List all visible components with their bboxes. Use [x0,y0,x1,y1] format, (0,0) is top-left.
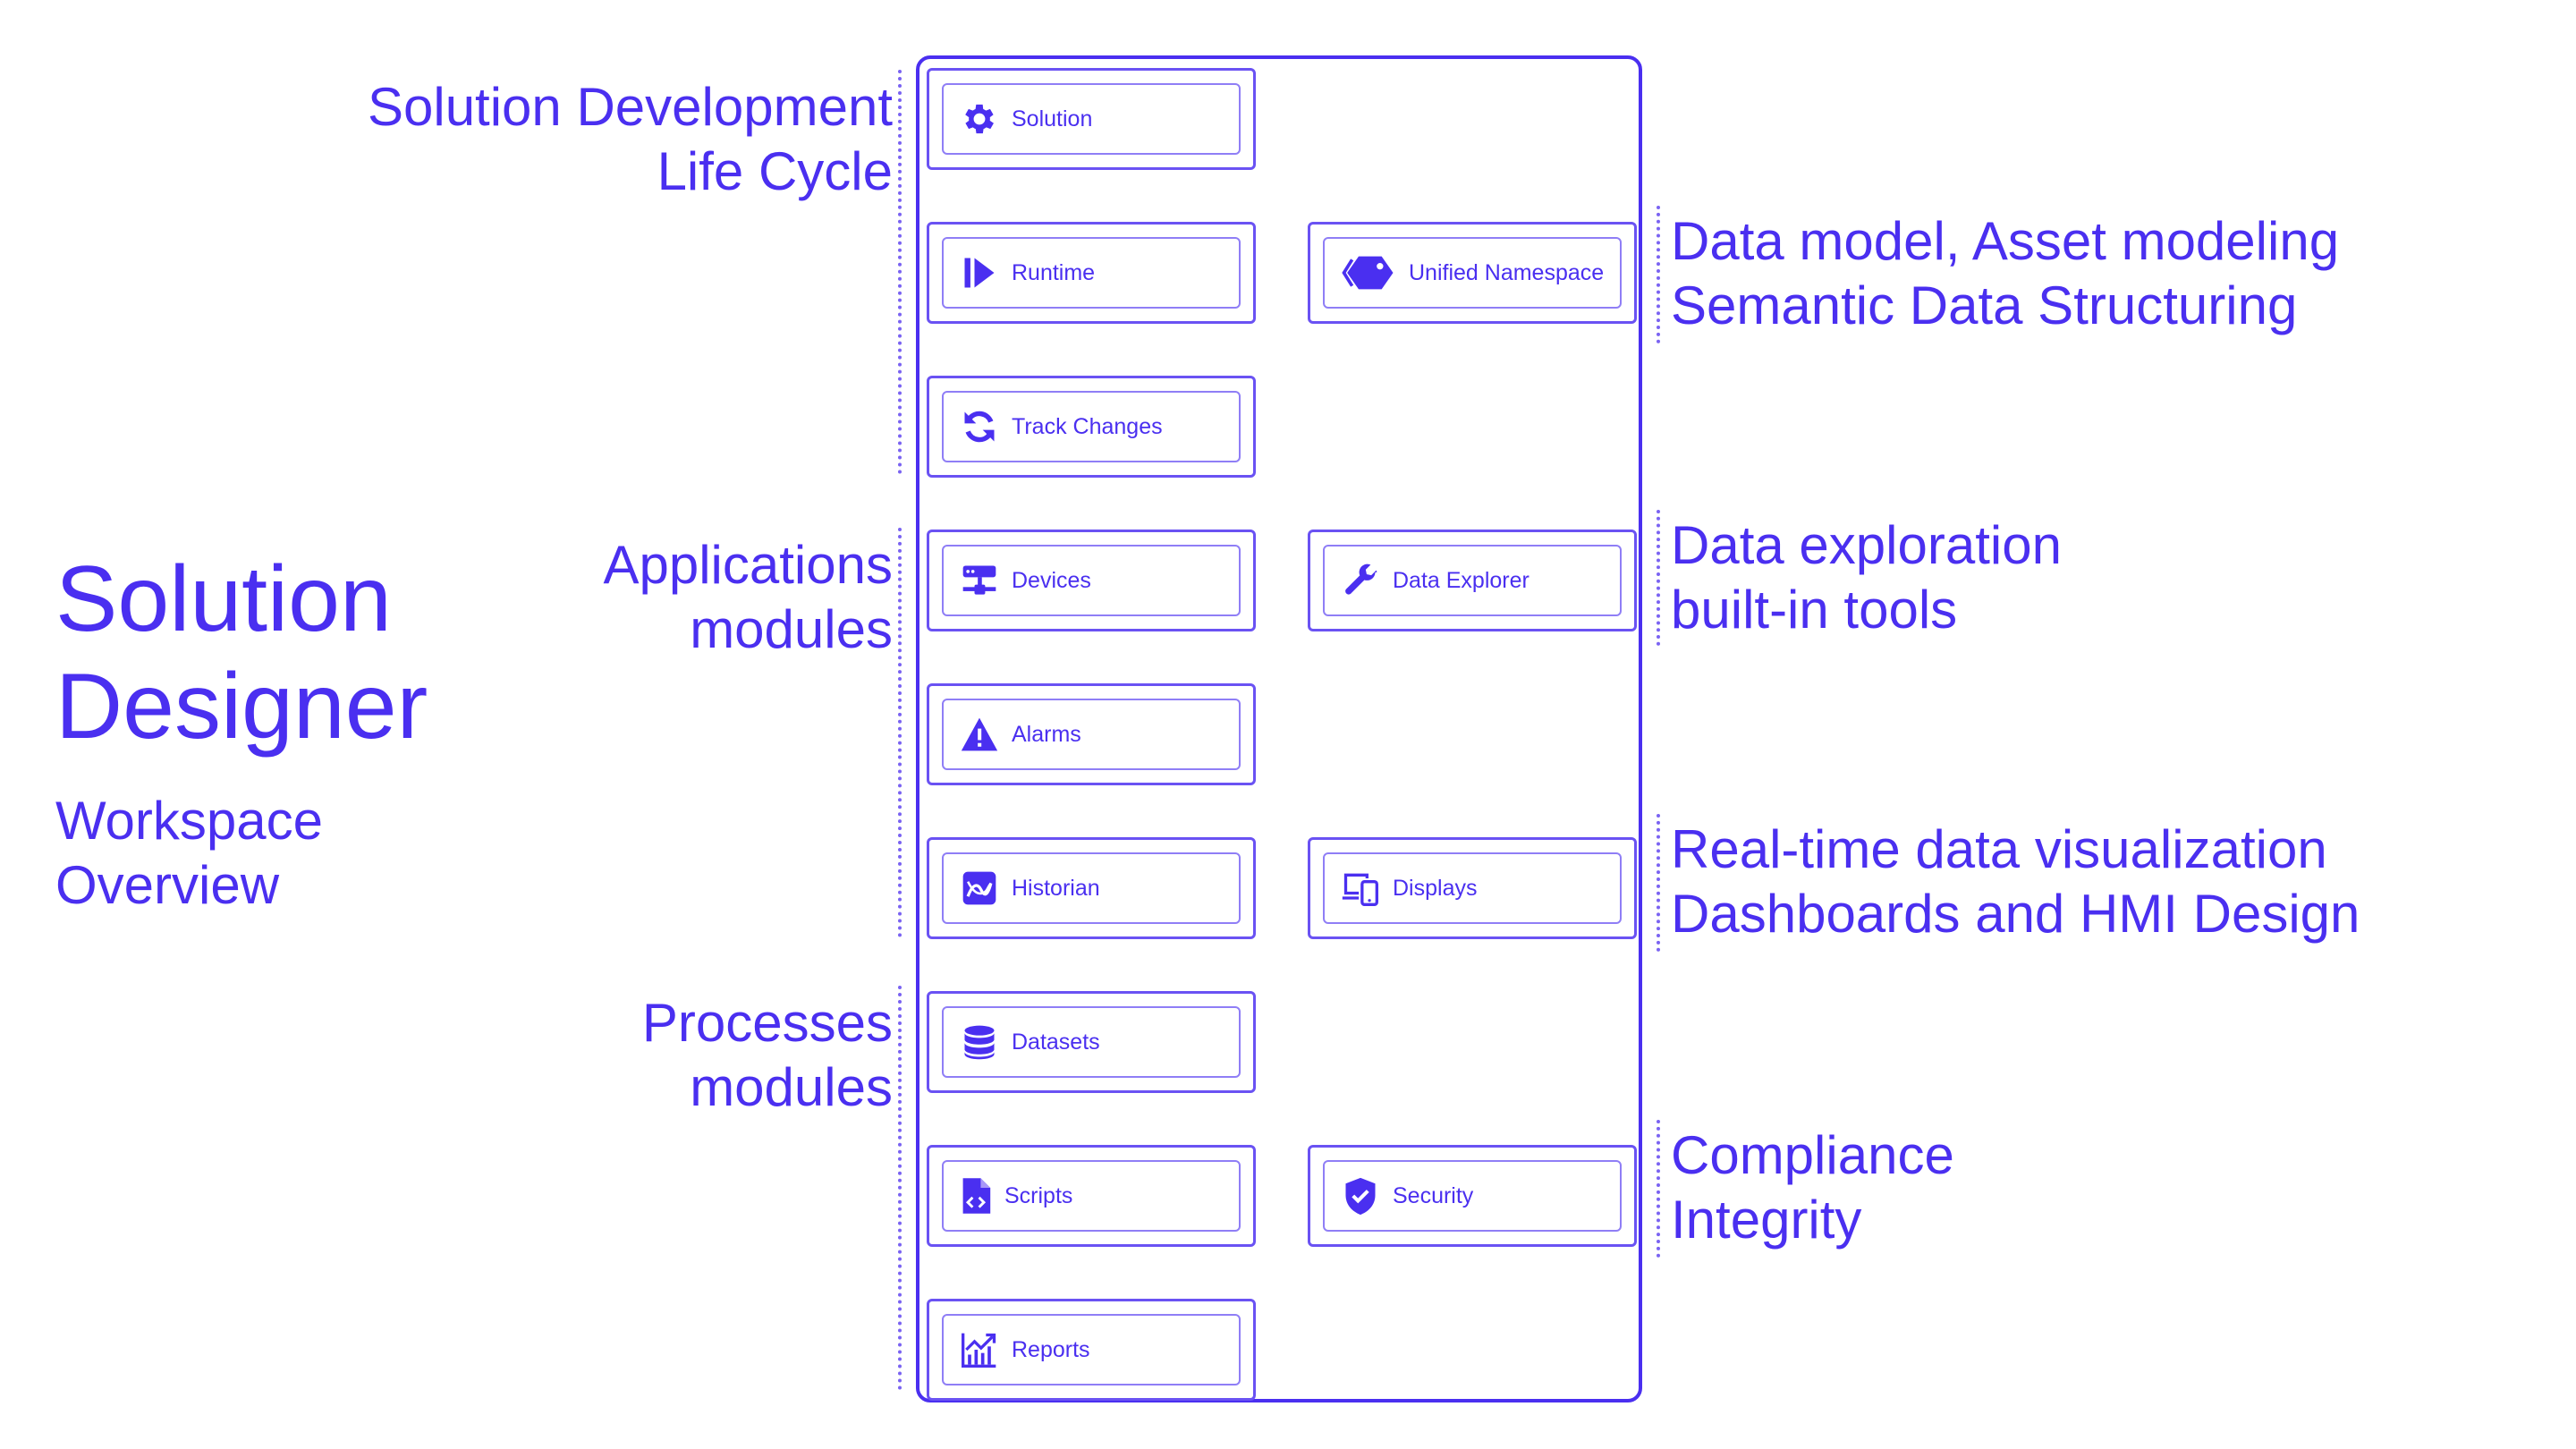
module-unified-namespace[interactable]: Unified Namespace [1308,222,1637,324]
module-solution-inner: Solution [942,83,1241,155]
module-label: Solution [1012,106,1093,131]
module-security[interactable]: Security [1308,1145,1637,1247]
module-displays[interactable]: Displays [1308,837,1637,939]
module-displays-inner: Displays [1323,852,1622,924]
title-line-2: Designer [55,655,428,758]
module-data-explorer[interactable]: Data Explorer [1308,530,1637,631]
group-label-line-1: Compliance [1671,1125,1954,1185]
database-icon [960,1022,999,1062]
bracket-data-model [1657,206,1660,343]
page-title: Solution Designer [55,546,428,760]
group-label-compliance: Compliance Integrity [1671,1123,1954,1252]
module-solution[interactable]: Solution [927,68,1256,170]
shield-check-icon [1341,1176,1380,1216]
module-reports[interactable]: Reports [927,1299,1256,1401]
module-track-changes-inner: Track Changes [942,391,1241,462]
module-label: Datasets [1012,1029,1100,1055]
play-bar-icon [960,253,999,292]
tags-icon [1341,253,1396,292]
bar-chart-icon [960,1330,999,1369]
wrench-icon [1341,561,1380,600]
module-label: Devices [1012,567,1091,593]
code-file-icon [960,1176,992,1216]
module-reports-inner: Reports [942,1314,1241,1385]
gear-icon [960,99,999,139]
devices-screen-icon [1341,869,1380,908]
group-label-line-1: Processes [641,993,893,1053]
module-alarms[interactable]: Alarms [927,683,1256,785]
module-track-changes[interactable]: Track Changes [927,376,1256,478]
module-datasets-inner: Datasets [942,1006,1241,1078]
group-label-data-exploration: Data exploration built-in tools [1671,513,2062,642]
group-label-data-model: Data model, Asset modeling Semantic Data… [1671,209,2339,338]
module-label: Runtime [1012,259,1096,285]
module-label: Reports [1012,1336,1090,1362]
module-historian-inner: Historian [942,852,1241,924]
bracket-solution-development [898,70,902,474]
group-label-applications-modules: Applications modules [603,533,893,662]
module-label: Security [1393,1182,1474,1208]
group-label-line-1: Data exploration [1671,515,2062,575]
module-data-explorer-inner: Data Explorer [1323,545,1622,616]
module-devices[interactable]: Devices [927,530,1256,631]
module-label: Historian [1012,875,1100,901]
group-label-line-2: Life Cycle [657,141,893,201]
title-line-1: Solution [55,547,392,651]
module-label: Displays [1393,875,1478,901]
module-historian[interactable]: Historian [927,837,1256,939]
bracket-processes-modules [898,986,902,1390]
group-label-line-2: modules [690,1057,893,1117]
group-label-processes-modules: Processes modules [642,991,893,1120]
module-alarms-inner: Alarms [942,699,1241,770]
page-subtitle: Workspace Overview [55,789,323,918]
group-label-line-1: Real-time data visualization [1671,819,2327,879]
group-label-line-2: modules [690,599,893,659]
module-scripts[interactable]: Scripts [927,1145,1256,1247]
module-label: Scripts [1004,1182,1073,1208]
group-label-line-2: built-in tools [1671,580,1958,640]
module-unified-namespace-inner: Unified Namespace [1323,237,1622,309]
module-scripts-inner: Scripts [942,1160,1241,1232]
subtitle-line-1: Workspace [55,791,324,851]
group-label-solution-development: Solution Development Life Cycle [368,75,893,204]
sync-arrows-icon [960,407,999,446]
subtitle-line-2: Overview [55,855,280,915]
group-label-line-1: Applications [603,535,893,595]
group-label-line-2: Integrity [1671,1190,1862,1250]
bracket-visualization [1657,814,1660,952]
module-runtime-inner: Runtime [942,237,1241,309]
warning-triangle-icon [960,715,999,754]
group-label-line-1: Data model, Asset modeling [1671,211,2340,271]
bracket-applications-modules [898,528,902,937]
module-security-inner: Security [1323,1160,1622,1232]
trend-chart-icon [960,869,999,908]
module-label: Track Changes [1012,413,1163,439]
modules-frame [916,55,1642,1402]
module-label: Unified Namespace [1409,259,1605,285]
module-devices-inner: Devices [942,545,1241,616]
module-runtime[interactable]: Runtime [927,222,1256,324]
module-label: Data Explorer [1393,567,1530,593]
module-label: Alarms [1012,721,1081,747]
network-device-icon [960,561,999,600]
bracket-data-exploration [1657,510,1660,646]
module-datasets[interactable]: Datasets [927,991,1256,1093]
group-label-line-2: Semantic Data Structuring [1671,275,2298,335]
bracket-compliance [1657,1120,1660,1258]
group-label-visualization: Real-time data visualization Dashboards … [1671,818,2360,946]
group-label-line-1: Solution Development [367,77,893,137]
group-label-line-2: Dashboards and HMI Design [1671,884,2360,944]
